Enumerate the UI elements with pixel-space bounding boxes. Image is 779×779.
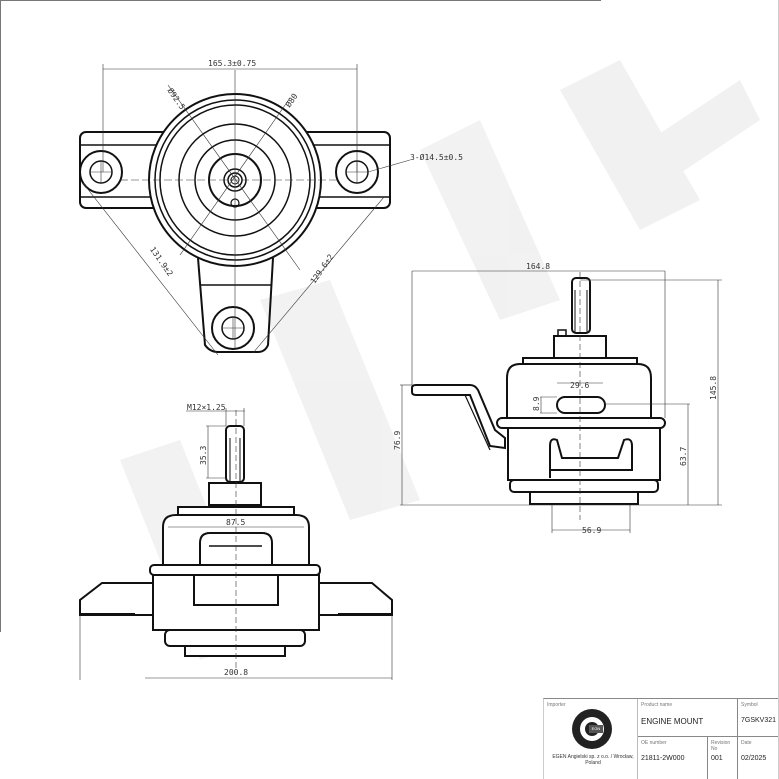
dim-side-width: 164.8 (526, 262, 550, 271)
oe-number-label: OE number (641, 740, 667, 746)
importer-cell: Importer EGN EGEN Angielski sp. z o.o. /… (544, 699, 638, 779)
company-logo: EGN (572, 709, 612, 749)
frame-border-top (0, 0, 601, 1)
dim-left-diag: 131.9±2 (148, 245, 175, 278)
dim-mid-height: 63.7 (679, 447, 688, 466)
dim-holes: 3-Ø14.5±0.5 (410, 152, 463, 162)
importer-label: Importer (547, 702, 566, 708)
logo-badge: EGN (589, 725, 603, 733)
product-name-label: Product name (641, 702, 673, 708)
dim-slot-height: 8.9 (532, 396, 541, 411)
title-block: Importer EGN EGEN Angielski sp. z o.o. /… (543, 698, 778, 779)
dim-bracket-height: 76.9 (393, 431, 402, 450)
importer-address: EGEN Angielski sp. z o.o. / Wrocław, Pol… (552, 754, 634, 766)
dim-stud-length: 35.3 (199, 446, 208, 465)
side-view (400, 270, 722, 533)
revision-label: Revision No (711, 740, 731, 752)
date-label: Date (741, 740, 752, 746)
dim-dia-outer: Ø92.5 (166, 86, 188, 112)
dim-dia-inner: Ø80 (283, 91, 300, 109)
symbol-cell: Symbol 7GSKV321 (738, 699, 778, 737)
date-cell: Date 02/2025 (738, 737, 778, 779)
revision-cell: Revision No 001 (708, 737, 738, 779)
frame-border-left (0, 0, 1, 632)
dim-top-width: 165.3±0.75 (208, 59, 256, 68)
top-view (79, 64, 411, 356)
revision-value: 001 (711, 755, 723, 762)
symbol-label: Symbol (741, 702, 758, 708)
dim-slot-width: 29.6 (570, 381, 589, 390)
dim-total-width: 200.8 (224, 668, 248, 677)
oe-number: 21811-2W000 (641, 755, 685, 762)
oe-number-cell: OE number 21811-2W000 (638, 737, 708, 779)
front-view (79, 408, 393, 680)
dim-base: 56.9 (582, 526, 601, 535)
dim-thread: M12×1.25 (187, 403, 226, 412)
product-name: ENGINE MOUNT (641, 717, 704, 726)
date-value: 02/2025 (741, 755, 767, 762)
symbol-value: 7GSKV321 (741, 717, 777, 724)
dim-body-width: 87.5 (226, 518, 245, 527)
product-name-cell: Product name ENGINE MOUNT (638, 699, 738, 737)
dim-side-height: 145.8 (709, 376, 718, 400)
dim-right-diag: 129.6±2 (309, 252, 336, 285)
